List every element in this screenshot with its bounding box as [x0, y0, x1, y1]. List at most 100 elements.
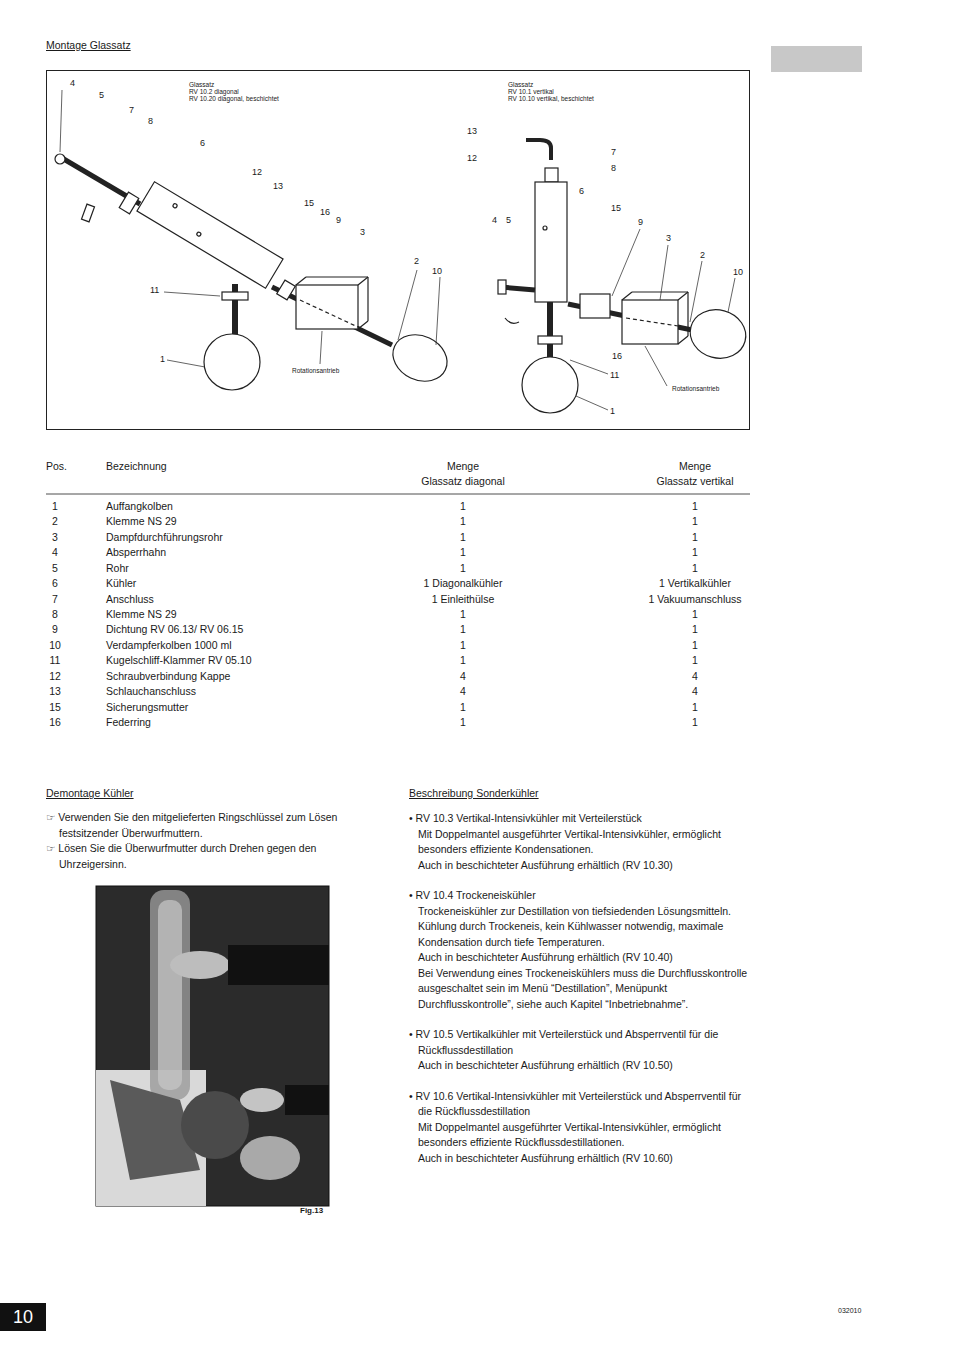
- illustration-rect: [150, 890, 190, 1100]
- illustration-line: [645, 346, 667, 386]
- table-cell: 16: [40, 715, 70, 731]
- callout-number: 16: [320, 207, 330, 217]
- table-cell: Klemme NS 29: [106, 607, 177, 623]
- product-text: Kühlung durch Trockeneis, kein Kühlwasse…: [409, 919, 751, 950]
- callout-number: 13: [273, 181, 283, 191]
- illustration-line: [678, 336, 688, 344]
- table-cell: 1: [595, 561, 795, 577]
- callout-number: 4: [70, 78, 75, 88]
- illustration-g: [55, 154, 455, 390]
- callout-number: 15: [304, 198, 314, 208]
- illustration-rect: [119, 192, 139, 214]
- callout-number: 9: [638, 217, 643, 227]
- table-header: Glassatz vertikal: [615, 474, 775, 490]
- figure-caption: Fig.13: [300, 1206, 323, 1216]
- part-name: Rotationsantrieb: [292, 367, 339, 374]
- illustration-line: [632, 291, 688, 292]
- illustration-line: [626, 318, 678, 326]
- table-cell: 4: [595, 684, 795, 700]
- product-text: Bei Verwendung eines Trockeneiskühlers m…: [409, 966, 751, 1013]
- section-heading: Beschreibung Sonderkühler: [409, 786, 539, 802]
- table-cell: 1: [595, 545, 795, 561]
- callout-number: 3: [360, 227, 365, 237]
- product-text: Auch in beschichteter Ausführung erhältl…: [409, 1151, 751, 1167]
- callout-number: 11: [150, 285, 159, 295]
- callout-number: 13: [467, 126, 477, 136]
- illustration-line: [622, 292, 632, 300]
- set-caption: Glassatz: [508, 81, 533, 88]
- table-cell: 1: [595, 607, 795, 623]
- product-heading: • RV 10.3 Vertikal-Intensivkühler mit Ve…: [409, 811, 751, 827]
- illustration-line: [46, 494, 750, 495]
- illustration-ellipse: [170, 951, 230, 979]
- callout-number: 12: [252, 167, 262, 177]
- table-cell: 7: [40, 592, 70, 608]
- table-cell: 1: [595, 514, 795, 530]
- table-cell: 10: [40, 638, 70, 654]
- table-cell: 15: [40, 700, 70, 716]
- illustration-line: [306, 276, 368, 277]
- table-cell: 1: [363, 653, 563, 669]
- table-cell: Auffangkolben: [106, 499, 173, 515]
- table-cell: 4: [595, 669, 795, 685]
- table-cell: 1: [363, 561, 563, 577]
- callout-number: 16: [612, 351, 622, 361]
- table-cell: 1: [363, 499, 563, 515]
- table-cell: 1: [595, 530, 795, 546]
- instruction: ☞ Verwenden Sie den mitgelieferten Rings…: [46, 810, 386, 841]
- table-cell: Kühler: [106, 576, 136, 592]
- illustration-rect: [158, 900, 182, 1090]
- table-cell: Verdampferkolben 1000 ml: [106, 638, 232, 654]
- callout-number: 1: [610, 406, 615, 416]
- illustration-rect: [82, 204, 95, 222]
- illustration-line: [728, 278, 735, 312]
- illustration-line: [367, 277, 368, 321]
- table-cell: 1: [595, 700, 795, 716]
- table-cell: Kugelschliff-Klammer RV 05.10: [106, 653, 252, 669]
- table-cell: Anschluss: [106, 592, 154, 608]
- illustration-line: [358, 277, 368, 285]
- illustration-circle: [204, 334, 260, 390]
- table-cell: Schlauchanschluss: [106, 684, 196, 700]
- callout-number: 7: [129, 105, 134, 115]
- table-cell: Federring: [106, 715, 151, 731]
- illustration-line: [678, 292, 688, 300]
- product-heading: • RV 10.4 Trockeneiskühler: [409, 888, 751, 904]
- table-cell: Klemme NS 29: [106, 514, 177, 530]
- illustration-rect: [222, 292, 248, 300]
- table-cell: 1: [363, 607, 563, 623]
- product-text: Auch in beschichteter Ausführung erhältl…: [409, 858, 751, 874]
- section-heading: Montage Glassatz: [46, 38, 131, 54]
- illustration-line: [300, 300, 360, 328]
- product-text: Mit Doppelmantel ausgeführter Vertikal-I…: [409, 827, 751, 858]
- product-heading: • RV 10.6 Vertikal-Intensivkühler mit Ve…: [409, 1089, 751, 1120]
- illustration-rect: [771, 46, 862, 72]
- callout-number: 6: [579, 186, 584, 196]
- callout-number: 10: [432, 266, 442, 276]
- illustration-line: [436, 277, 440, 345]
- illustration-rect: [498, 280, 506, 294]
- product-text: Trockeneiskühler zur Destillation von ti…: [409, 904, 751, 920]
- illustration-line: [690, 261, 702, 322]
- illustration-rect: [0, 1303, 46, 1331]
- table-cell: 1: [363, 530, 563, 546]
- illustration-path: [505, 318, 519, 323]
- illustration-line: [576, 396, 608, 410]
- table-cell: 6: [40, 576, 70, 592]
- product-text: Auch in beschichteter Ausführung erhältl…: [409, 950, 751, 966]
- illustration-ellipse: [685, 304, 752, 365]
- illustration-g: [137, 182, 283, 288]
- illustration-rect: [137, 182, 283, 288]
- illustration-ellipse: [240, 1088, 284, 1112]
- illustration-line: [60, 90, 62, 152]
- document-code: 032010: [838, 1306, 861, 1315]
- illustration-rect: [580, 294, 610, 318]
- illustration-line: [164, 292, 220, 296]
- illustration-g: [60, 90, 735, 410]
- table-cell: 1: [363, 638, 563, 654]
- table-cell: 1: [363, 514, 563, 530]
- set-caption: RV 10.20 diagonal, beschichtet: [189, 95, 279, 102]
- table-cell: 1: [363, 545, 563, 561]
- table-cell: 8: [40, 607, 70, 623]
- section-heading: Demontage Kühler: [46, 786, 134, 802]
